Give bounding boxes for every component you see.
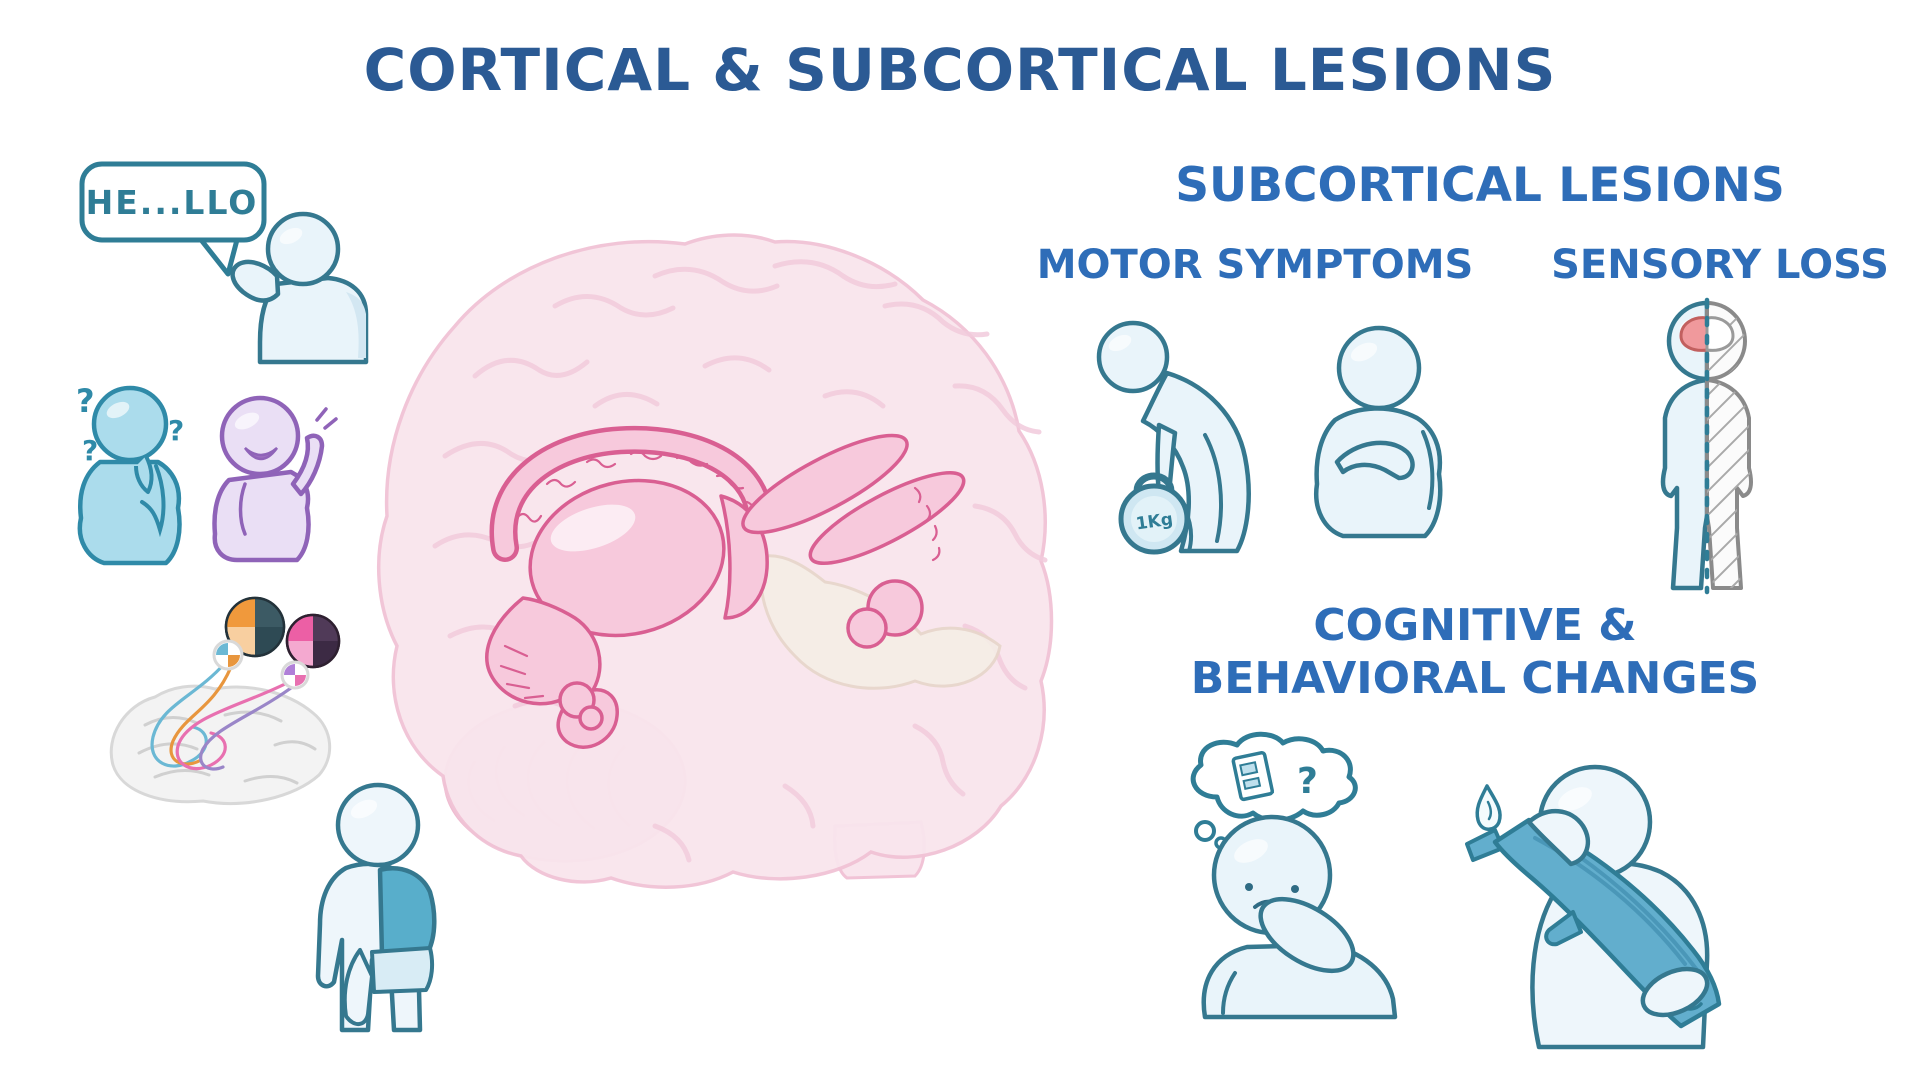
half-worn-shirt xyxy=(377,866,437,959)
flexed-arm xyxy=(1334,440,1415,481)
basal-ganglia-structures xyxy=(485,425,966,749)
head-brain-icon xyxy=(1679,316,1735,352)
shorts xyxy=(370,946,435,994)
flexed-arm-person-icon xyxy=(1313,325,1443,539)
cognitive-heading-line2: BEHAVIORAL CHANGES xyxy=(1190,652,1760,704)
sensory-loss-person-icon xyxy=(1660,297,1753,595)
wave-motion-lines xyxy=(315,407,338,430)
memory-loss-person-icon: ? xyxy=(1190,731,1398,1020)
eye xyxy=(1245,883,1253,891)
weak-lifting-person-icon: 1Kg xyxy=(1096,320,1251,555)
thought-question-mark: ? xyxy=(1297,761,1318,802)
half-dressed-child-icon xyxy=(315,782,437,1033)
speech-bubble: HE...LLO xyxy=(79,161,267,277)
question-mark-icon: ? xyxy=(168,414,184,447)
cognitive-behavioral-heading: COGNITIVE & BEHAVIORAL CHANGES xyxy=(1150,600,1800,706)
smile-mouth xyxy=(243,447,279,461)
motor-symptoms-heading: MOTOR SYMPTOMS xyxy=(1036,242,1474,288)
confused-person-icon: ? ? ? xyxy=(76,382,184,566)
upper-hand xyxy=(1526,808,1591,867)
hand-over-mouth xyxy=(1258,896,1356,974)
intact-body-half xyxy=(1660,377,1710,591)
question-mark-icon: ? xyxy=(82,434,98,467)
impaired-judgment-person-icon xyxy=(1465,764,1722,1050)
waving-person-icon xyxy=(212,395,338,563)
sensory-loss-heading: SENSORY LOSS xyxy=(1551,242,1889,288)
fiber-tracts xyxy=(150,661,297,771)
speaking-person-icon: HE...LLO xyxy=(79,161,369,365)
thought-trail-bubble xyxy=(1194,820,1216,842)
deep-nucleus-sphere-pink xyxy=(280,613,341,690)
deep-nucleus-sphere-orange xyxy=(212,596,286,671)
speaking-person xyxy=(230,211,369,365)
eye xyxy=(1291,885,1299,893)
question-mark-icon: ? xyxy=(76,382,95,420)
hippocampus-bands xyxy=(499,644,545,700)
right-band-scribbles xyxy=(913,486,941,562)
lower-hand xyxy=(1640,966,1710,1018)
speech-bubble-text: HE...LLO xyxy=(86,183,259,222)
flame-icon xyxy=(1475,784,1502,831)
branch-stub xyxy=(1544,910,1583,947)
brain-section-deep-nuclei-icon xyxy=(109,596,341,805)
subcortical-lesions-heading: SUBCORTICAL LESIONS xyxy=(1175,158,1785,213)
brain-illustration xyxy=(376,233,1054,889)
gyri-folds xyxy=(432,259,1048,863)
page-title: CORTICAL & SUBCORTICAL LESIONS xyxy=(363,36,1557,104)
kettlebell-icon: 1Kg xyxy=(1118,472,1190,555)
hanging-shirt-tail xyxy=(342,948,374,1026)
book-icon xyxy=(1231,750,1275,802)
cognitive-heading-line1: COGNITIVE & xyxy=(1313,600,1637,651)
